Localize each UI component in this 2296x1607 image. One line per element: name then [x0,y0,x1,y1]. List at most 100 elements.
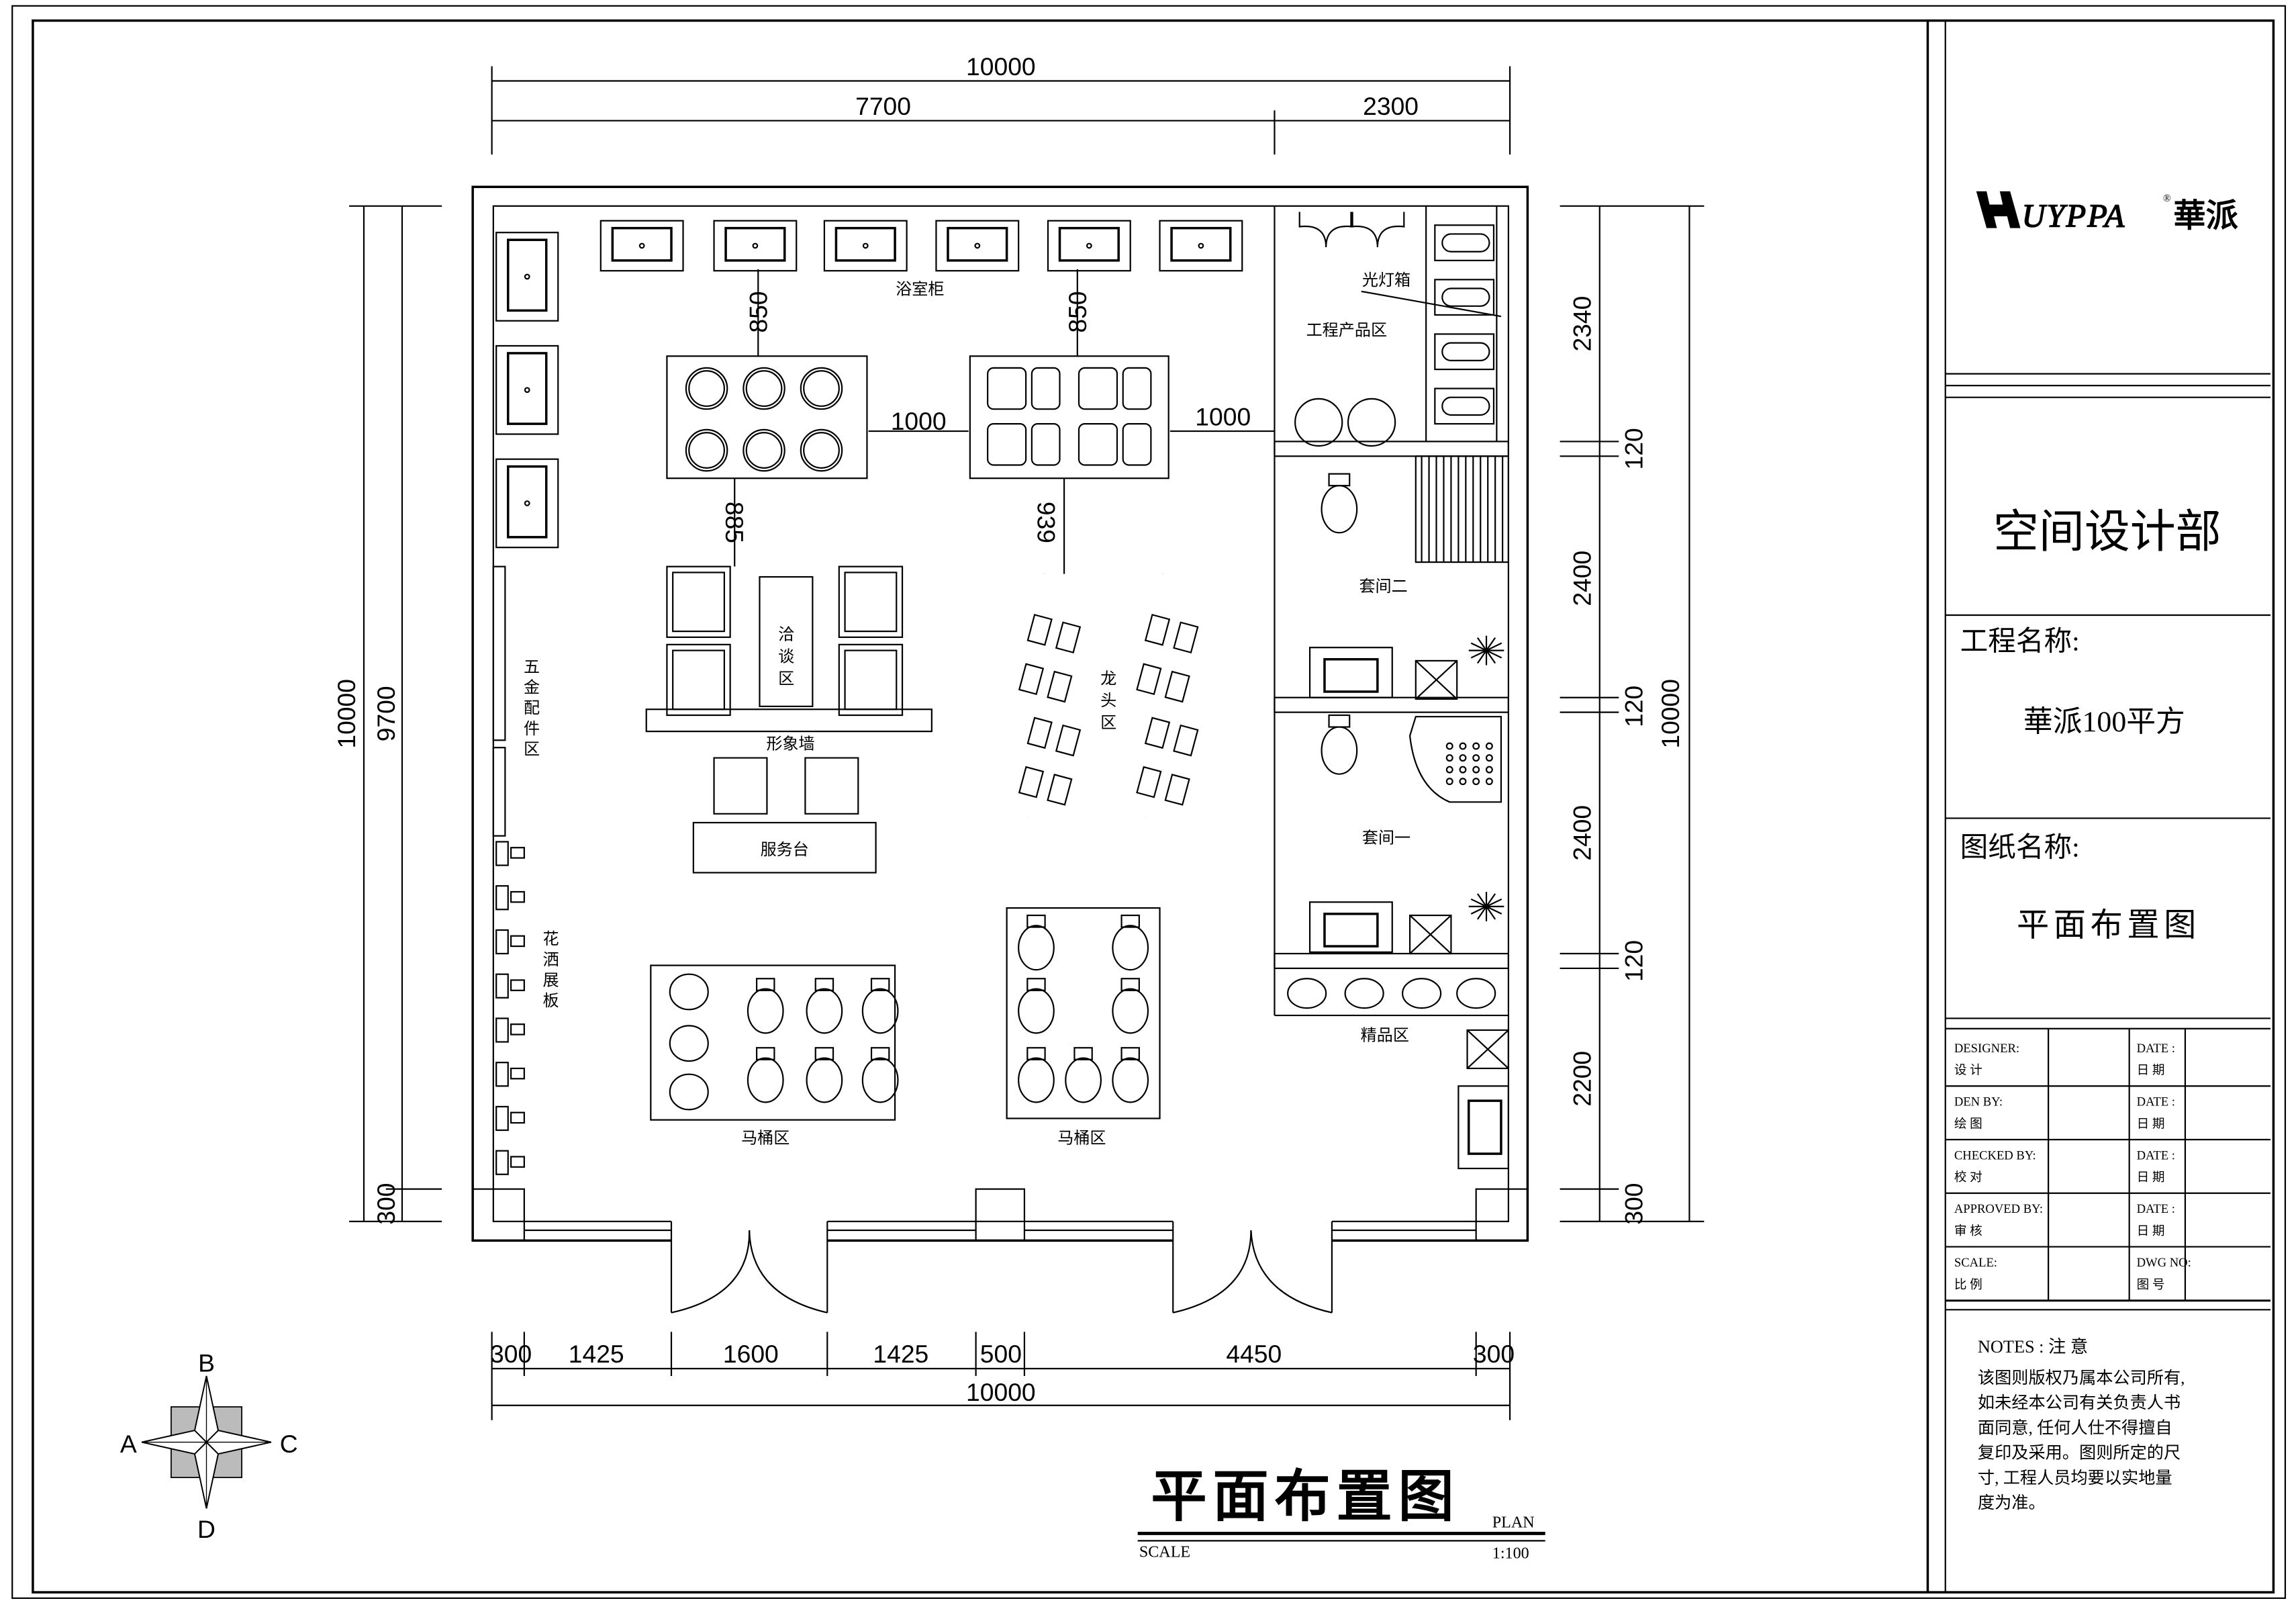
shower-head [510,847,525,859]
dim-left-total: 10000 [332,679,361,749]
table-cell-date-zh: 日 期 [2137,1064,2165,1078]
notes-line: 度为准。 [1978,1494,2046,1512]
floor-drain-box [1408,914,1452,955]
shower-panel-mount [495,973,509,999]
drawing-frame [32,19,2275,1594]
round-basin [685,428,728,472]
zone-labels: 浴室柜 光灯箱 工程产品区 洽谈区 形象墙 服务台 龙头区 五金配件区 花洒展板… [521,271,1411,1148]
leader-line [1361,290,1502,318]
label-shower-board: 花洒展板 [540,930,559,1013]
wall-basin [1347,398,1396,447]
plant-icon [1486,642,1502,651]
drain-icon [524,500,530,506]
basin [1159,220,1243,272]
dim-bottom-total: 10000 [966,1378,1036,1406]
toilet-tank [1026,914,1046,928]
faucet-display [1144,717,1171,749]
table-cell-zh: 设 计 [1954,1064,1982,1078]
faucet-display [1047,670,1073,703]
notes-line: 如未经本公司有关负责人书 [1978,1393,2181,1412]
vanity-basin [1323,913,1379,948]
dimension-lines [349,66,1705,1420]
toilet-bowl [1018,1057,1055,1103]
faucet-display [1173,724,1199,757]
drain-icon [1198,242,1204,249]
shower-panel-mount [495,1062,509,1087]
armchair [804,757,859,815]
basin-bowl [1058,226,1120,262]
shower-head [510,890,525,903]
round-basin [743,428,785,472]
dim-inner-b: 850 [1063,291,1092,332]
round-basin-inner [803,370,840,407]
toilet-tank [814,978,834,991]
shower-panel-mount [495,1017,509,1043]
label-faucet-zone: 龙头区 [1098,670,1116,736]
toilet-display-left [650,964,896,1121]
squat-toilet-pan [1441,287,1490,307]
plant-icon [1470,649,1487,659]
table-cell-date-zh: 日 期 [2137,1117,2165,1131]
shower-head [510,1156,525,1168]
dimension-text: 10000 7700 2300 10000 9700 300 10000 234… [332,52,1684,1406]
scale-label: SCALE [1139,1543,1190,1561]
vanity [1308,901,1393,953]
shower-drain-hole [1459,766,1467,774]
table-cell-date-zh: 日 期 [2137,1224,2165,1238]
plan-title-block: 平面布置图 PLAN SCALE 1:100 [1137,1467,1545,1563]
svg-text:華派: 華派 [2173,198,2238,234]
floor-drain-box [1415,659,1458,700]
toilet [1112,914,1149,971]
drain-icon [974,242,981,249]
label-suite-two: 套间二 [1359,577,1407,596]
coffee-table [759,576,814,707]
toilet-tank [1026,1047,1046,1060]
dim-left-inner: 9700 [372,686,400,741]
label-image-wall: 形象墙 [766,734,814,753]
basin-bowl [1170,226,1232,262]
basin-bowl [506,238,548,312]
dim-inner-f: 939 [1033,502,1061,543]
faucet-display [1047,774,1073,806]
toilet-tank [1328,473,1351,487]
toilet-tank [1026,978,1046,991]
toilet [1018,1047,1055,1103]
sofa [666,643,731,717]
dim-right-3: 2400 [1568,551,1596,606]
sofa [666,565,731,638]
toilet-bowl [806,1057,843,1103]
plant-icon [1476,649,1487,664]
dim-bottom-5: 500 [980,1340,1022,1368]
hardware-board [492,747,506,837]
dim-bottom-6: 4450 [1226,1340,1282,1368]
table-cell-en: CHECKED BY: [1954,1148,2036,1162]
toilet-bowl [861,988,899,1034]
faucet-display [1136,663,1162,696]
shower-head [510,1067,525,1080]
compass-south: D [197,1515,216,1543]
drain-icon [862,242,869,249]
table-cell-date-en: DATE : [2137,1148,2175,1162]
basin-cabinet [600,220,684,272]
dim-right-2: 120 [1619,428,1647,469]
notes-title: NOTES : 注 意 [1978,1337,2088,1357]
shower-panel-mount [495,1105,509,1132]
sofa-seat [672,571,725,633]
drawing-name: 平面布置图 [2017,908,2201,944]
faucet-display [1055,621,1082,654]
faucet-display [1018,663,1045,696]
basin [713,220,798,272]
boutique-basin [1456,978,1496,1009]
faucet-display [1164,774,1190,806]
toilet-tank [1120,914,1140,928]
sheet-border [11,5,2287,1599]
faucet-display [1173,621,1199,654]
dim-inner-e: 885 [720,502,749,543]
toilet-tank [755,978,775,991]
basin-cabinet [713,220,798,272]
toilet-bowl-side [669,973,709,1011]
label-hardware-zone: 五金配件区 [521,658,540,761]
basin-cabinet [1047,220,1131,272]
